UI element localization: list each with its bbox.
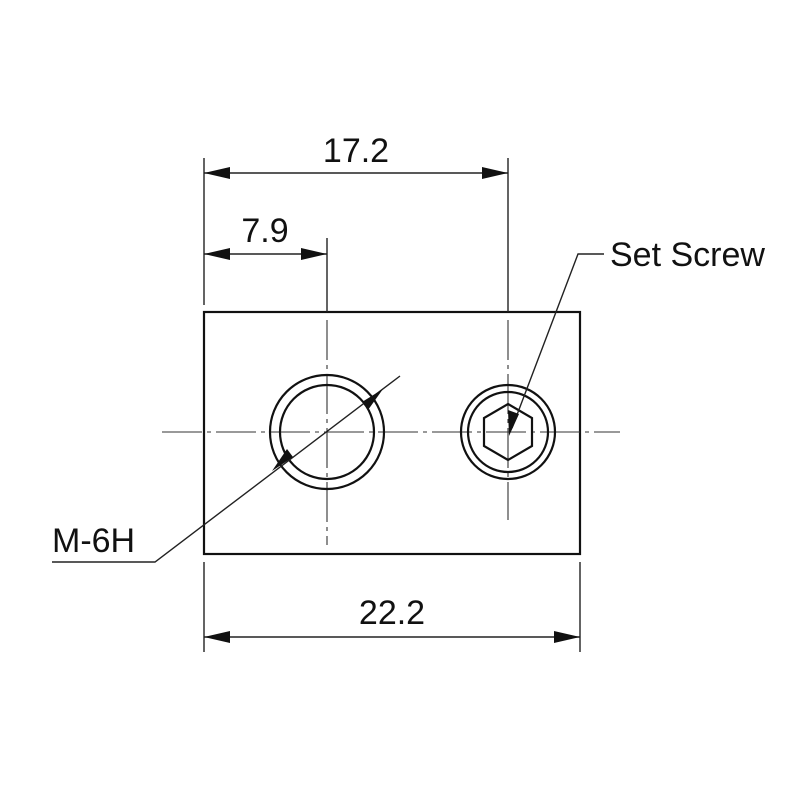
arrowhead-22-2-left bbox=[204, 631, 230, 643]
arrowhead-22-2-right bbox=[554, 631, 580, 643]
block-outline bbox=[202, 310, 582, 556]
arrowhead-7-9-left bbox=[204, 248, 230, 260]
set-screw-hole-inner bbox=[466, 390, 550, 474]
thread-leader bbox=[52, 375, 401, 563]
dimension-label-7-9: 7.9 bbox=[241, 212, 288, 250]
set-screw-leader bbox=[511, 253, 604, 429]
thread-leader-arrow-outer bbox=[362, 389, 383, 410]
set-screw-hole-outer bbox=[459, 383, 557, 481]
set-screw-leader-arrow bbox=[508, 410, 519, 436]
hex-socket bbox=[482, 402, 534, 462]
arrowhead-7-9-right bbox=[301, 248, 327, 260]
dimension-label-22-2: 22.2 bbox=[359, 594, 425, 632]
arrowhead-17-2-left bbox=[204, 167, 230, 179]
set-screw-label: Set Screw bbox=[610, 236, 765, 274]
arrowhead-17-2-right bbox=[482, 167, 508, 179]
thread-label: M-6H bbox=[52, 522, 135, 560]
threaded-hole-inner bbox=[278, 383, 376, 481]
dimension-label-17-2: 17.2 bbox=[323, 132, 389, 170]
thread-leader-arrow-inner bbox=[272, 449, 293, 471]
threaded-hole-outer bbox=[268, 373, 386, 491]
